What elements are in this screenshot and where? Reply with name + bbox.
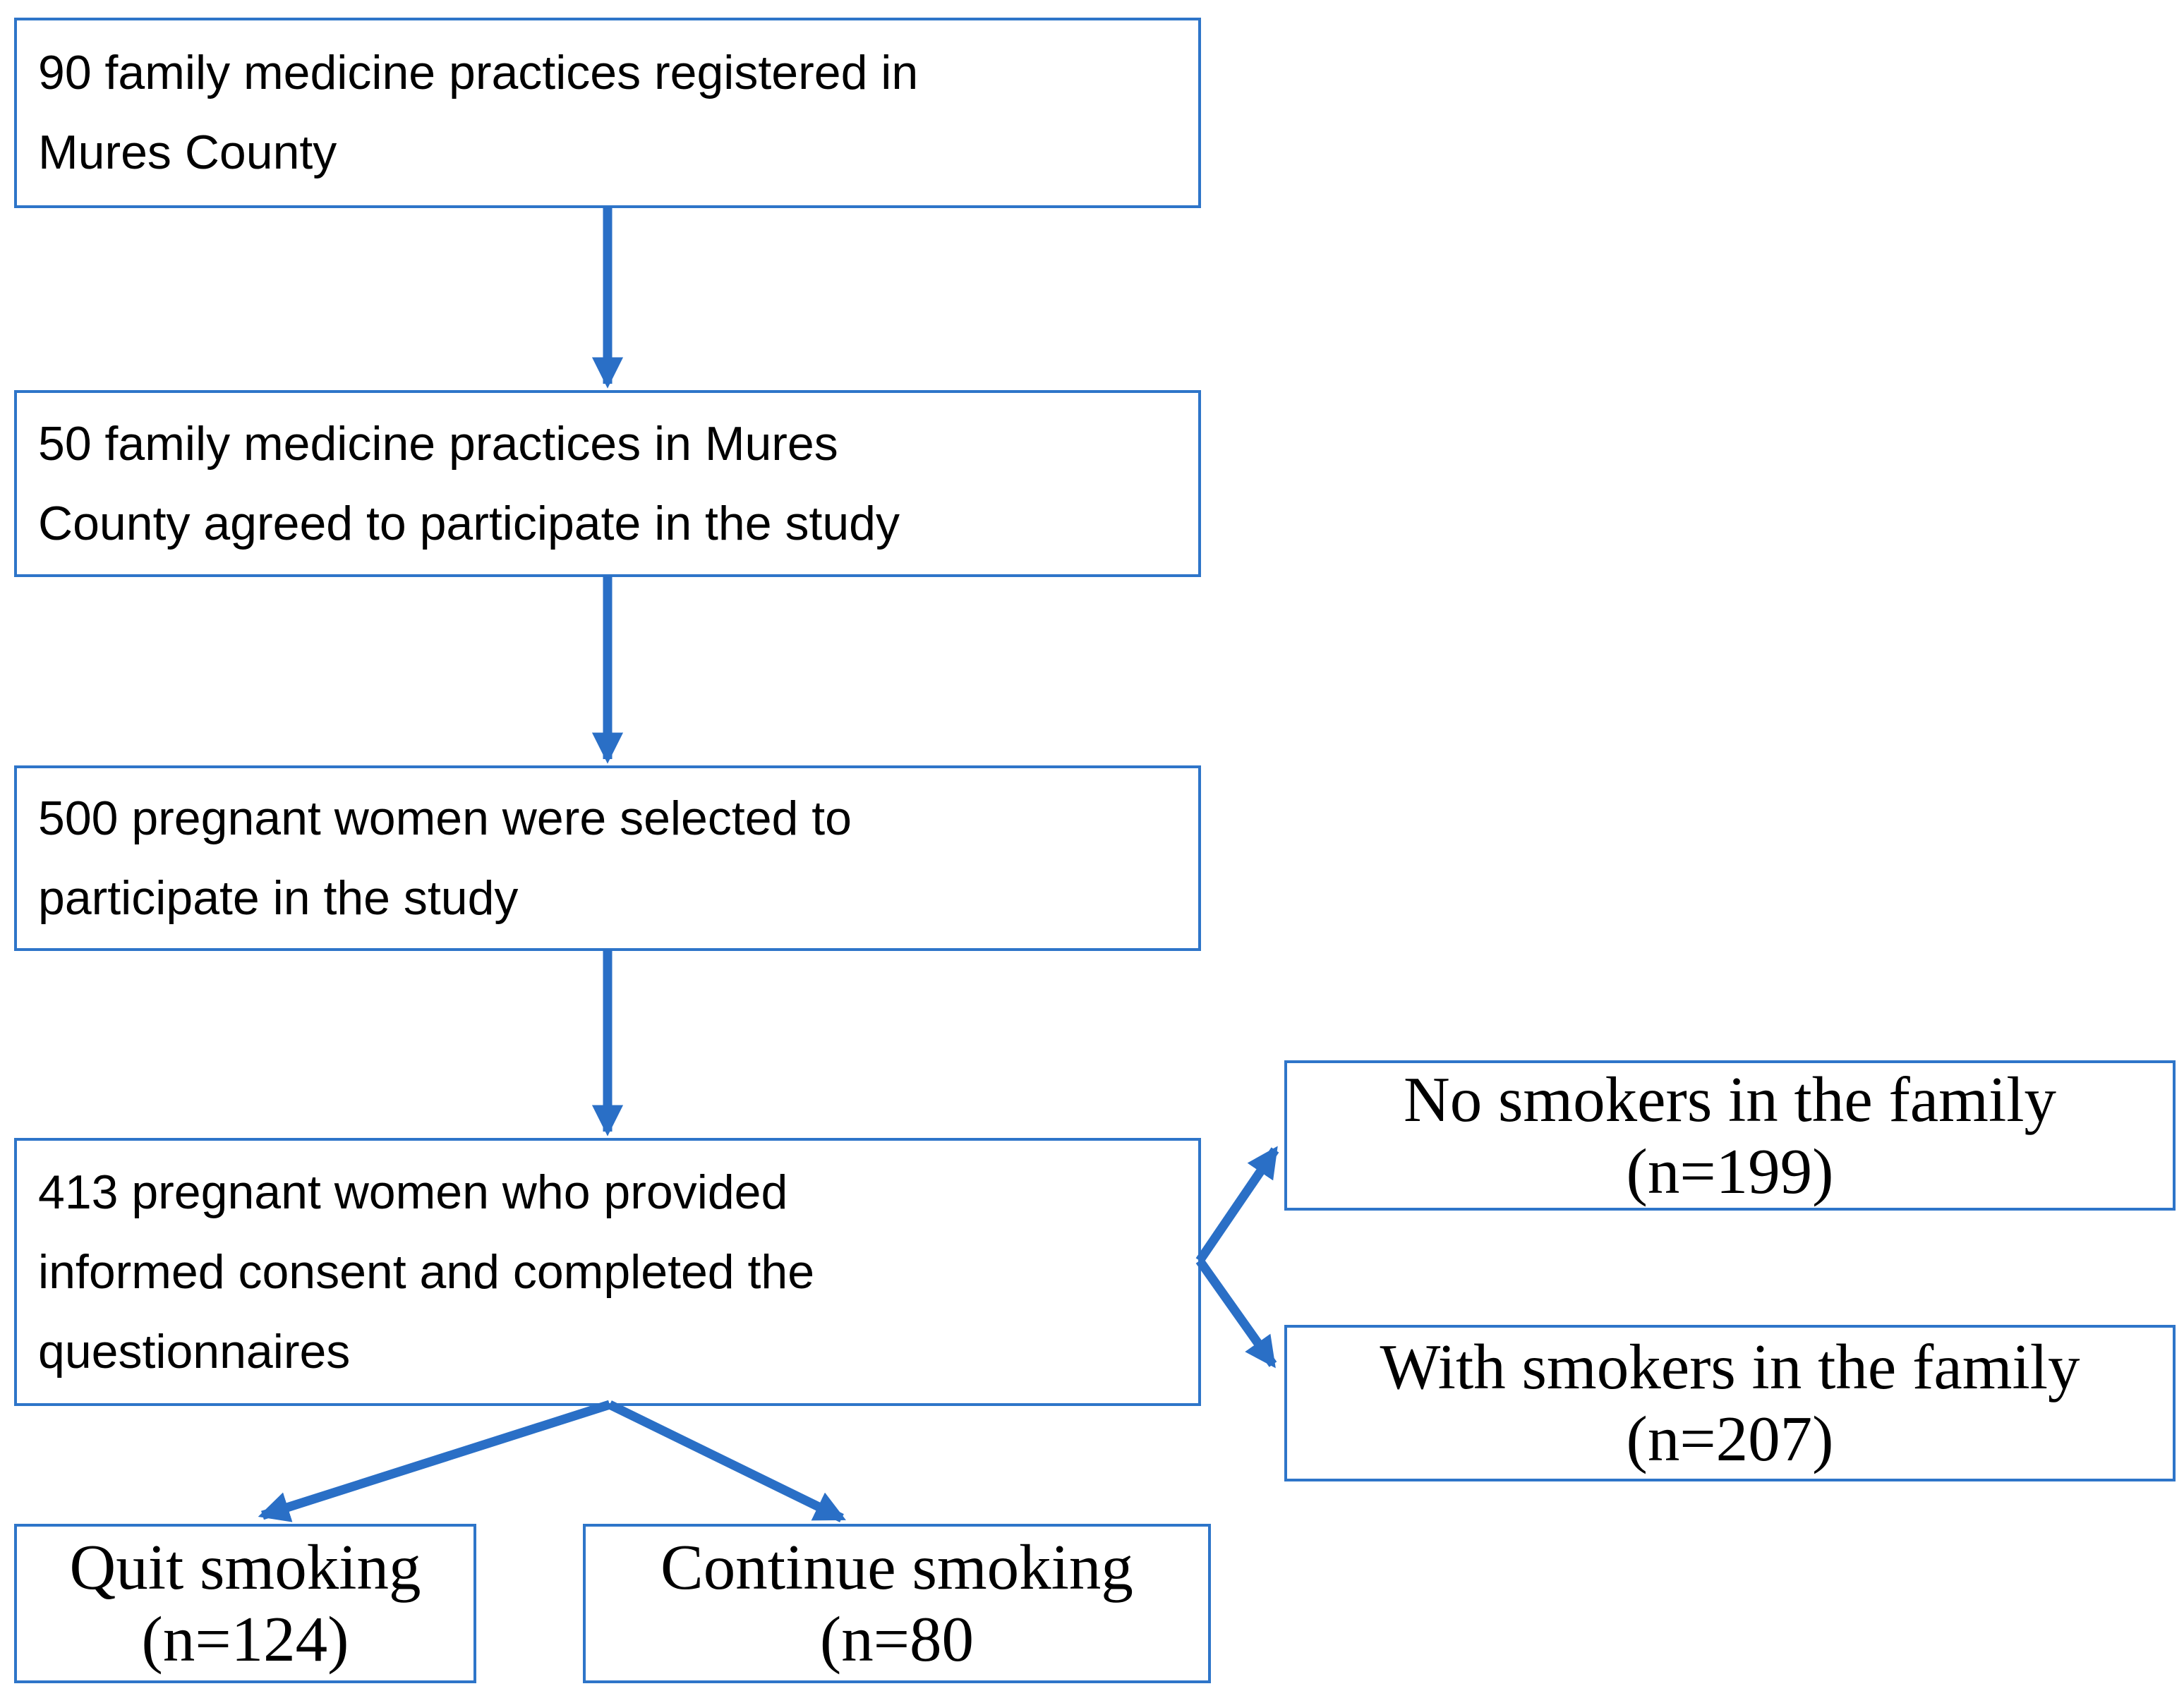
node-registered-practices: 90 family medicine practices registered … — [14, 18, 1201, 208]
node-agreed-practices-label: 50 family medicine practices in Mures Co… — [38, 416, 900, 550]
arrow-consented-to-no-smokers — [1195, 1146, 1279, 1263]
arrow-consented-to-quit-smoking — [258, 1400, 611, 1522]
node-quit-smoking: Quit smoking (n=124) — [14, 1524, 476, 1683]
node-selected-women: 500 pregnant women were selected to part… — [14, 765, 1201, 951]
node-continue-smoking-label: Continue smoking (n=80 — [660, 1532, 1133, 1675]
node-selected-women-label: 500 pregnant women were selected to part… — [38, 791, 852, 925]
node-consented-women: 413 pregnant women who provided informed… — [14, 1138, 1201, 1406]
arrow-consented-to-with-smokers — [1195, 1258, 1277, 1369]
arrow-consented-to-continue-smoking — [608, 1400, 846, 1522]
node-with-smokers-label: With smokers in the family (n=207) — [1380, 1331, 2080, 1474]
node-no-smokers: No smokers in the family (n=199) — [1284, 1060, 2176, 1211]
node-no-smokers-label: No smokers in the family (n=199) — [1403, 1063, 2057, 1207]
node-with-smokers: With smokers in the family (n=207) — [1284, 1325, 2176, 1481]
node-registered-practices-label: 90 family medicine practices registered … — [38, 46, 919, 179]
node-agreed-practices: 50 family medicine practices in Mures Co… — [14, 390, 1201, 577]
node-quit-smoking-label: Quit smoking (n=124) — [69, 1532, 421, 1675]
node-consented-women-label: 413 pregnant women who provided informed… — [38, 1165, 815, 1378]
node-continue-smoking: Continue smoking (n=80 — [583, 1524, 1211, 1683]
